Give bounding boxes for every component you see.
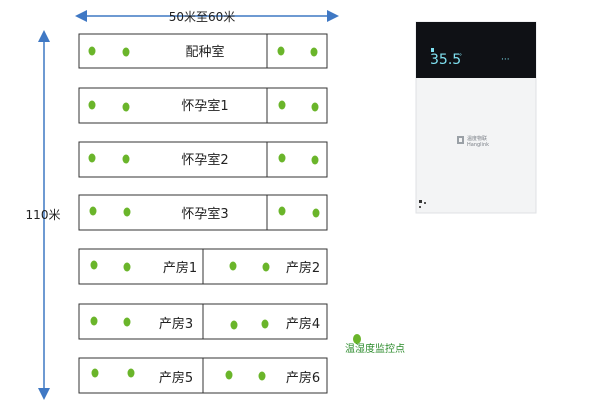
device-brand-en: Hanglink: [467, 142, 489, 148]
room-label-gestation-3: 怀孕室3: [181, 206, 228, 222]
sensor-dot: [310, 47, 318, 57]
room-box-gestation-1: [78, 87, 328, 124]
room-box-gestation-2: [78, 141, 328, 178]
device-screen: [416, 22, 536, 78]
sensor-dot: [122, 154, 130, 164]
sensor-dot: [277, 46, 285, 56]
device-menu-icon: ···: [501, 55, 510, 65]
room-row-farrowing-5-6: 产房5 产房6: [78, 357, 328, 394]
room-label-farrowing-6: 产房6: [286, 370, 320, 386]
room-box-gestation-3: [78, 194, 328, 231]
sensor-dot: [89, 206, 97, 216]
sensor-dot: [278, 153, 286, 163]
sensor-dot: [123, 317, 131, 327]
sensor-dot: [278, 206, 286, 216]
width-dimension-label: 50米至60米: [169, 10, 236, 24]
sensor-dot: [88, 153, 96, 163]
sensor-dot: [123, 262, 131, 272]
sensor-dot: [229, 261, 237, 271]
room-row-farrowing-3-4: 产房3 产房4: [78, 303, 328, 340]
sensor-dot: [88, 46, 96, 56]
room-row-breeding: 配种室: [78, 33, 328, 69]
legend-sensor-dot: [353, 334, 361, 344]
legend-label: 温湿度监控点: [345, 342, 405, 355]
device-port: [419, 200, 422, 203]
room-label-farrowing-1: 产房1: [163, 260, 197, 276]
device-logo-icon: [457, 136, 464, 144]
height-dimension-label: 110米: [26, 208, 61, 222]
monitor-device: 35.5 ° ··· 温度物联 Hanglink: [415, 21, 537, 214]
room-label-farrowing-4: 产房4: [286, 316, 320, 332]
room-row-gestation-3: 怀孕室3: [78, 194, 328, 231]
sensor-dot: [88, 100, 96, 110]
sensor-dot: [91, 368, 99, 378]
sensor-dot: [262, 262, 270, 272]
room-label-gestation-2: 怀孕室2: [181, 152, 228, 168]
sensor-dot: [90, 260, 98, 270]
room-box-breeding: [78, 33, 328, 69]
sensor-dot: [122, 47, 130, 57]
device-temperature: 35.5: [430, 52, 461, 68]
device-port: [419, 206, 421, 208]
room-row-farrowing-1-2: 产房1 产房2: [78, 248, 328, 285]
signal-icon: [431, 48, 434, 52]
sensor-dot: [123, 207, 131, 217]
room-row-gestation-1: 怀孕室1: [78, 87, 328, 124]
device-brand-cn: 温度物联: [467, 135, 487, 142]
sensor-dot: [311, 102, 319, 112]
legend: 温湿度监控点: [345, 334, 405, 355]
sensor-dot: [127, 368, 135, 378]
sensor-dot: [278, 100, 286, 110]
sensor-dot: [311, 155, 319, 165]
sensor-dot: [261, 319, 269, 329]
device-port: [424, 202, 426, 204]
sensor-dot: [225, 370, 233, 380]
sensor-dot: [230, 320, 238, 330]
room-label-breeding: 配种室: [185, 44, 224, 60]
room-row-gestation-2: 怀孕室2: [78, 141, 328, 178]
sensor-dot: [312, 208, 320, 218]
room-label-farrowing-3: 产房3: [159, 316, 193, 332]
device-temperature-unit: °: [459, 53, 462, 60]
sensor-dot: [90, 316, 98, 326]
room-label-farrowing-2: 产房2: [286, 260, 320, 276]
room-label-farrowing-5: 产房5: [159, 370, 193, 386]
sensor-dot: [122, 102, 130, 112]
room-label-gestation-1: 怀孕室1: [181, 98, 228, 114]
sensor-dot: [258, 371, 266, 381]
